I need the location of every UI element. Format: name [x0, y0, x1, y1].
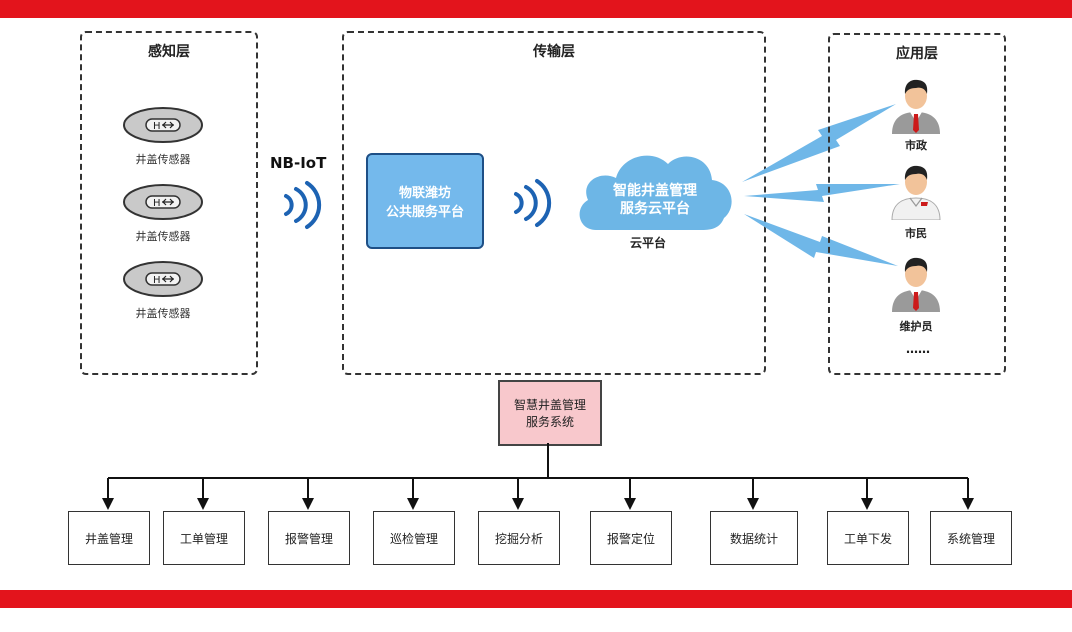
svg-text:H: H	[153, 121, 161, 132]
manhole-sensor-icon: H	[122, 183, 204, 221]
arrow-down-icon	[747, 498, 759, 510]
module-box: 井盖管理	[68, 511, 150, 565]
module-box: 工单管理	[163, 511, 245, 565]
top-red-bar	[0, 0, 1072, 18]
sensor-label: 井盖传感器	[135, 230, 191, 243]
arrow-down-icon	[861, 498, 873, 510]
wireless-signal-icon	[514, 179, 552, 227]
module-box: 挖掘分析	[478, 511, 560, 565]
bottom-red-bar	[0, 590, 1072, 608]
cloud-platform-label: 云平台	[630, 236, 667, 250]
public-service-platform-box: 物联潍坊 公共服务平台	[366, 153, 484, 249]
businessman-icon	[892, 257, 940, 312]
platform-line1: 物联潍坊	[398, 186, 451, 201]
cloud-icon	[579, 155, 732, 230]
application-layer-title: 应用层	[896, 46, 938, 62]
sensor-label: 井盖传感器	[135, 307, 191, 320]
central-system-line1: 智慧井盖管理	[513, 398, 586, 412]
more-users-ellipsis: ……	[906, 342, 930, 356]
user-label: 市民	[905, 227, 927, 240]
module-box: 系统管理	[930, 511, 1012, 565]
arrow-down-icon	[302, 498, 314, 510]
central-system-box: 智慧井盖管理 服务系统	[498, 380, 602, 446]
arrow-down-icon	[102, 498, 114, 510]
wireless-signal-icon	[284, 181, 322, 229]
sensor-label: 井盖传感器	[135, 153, 191, 166]
user-label: 维护员	[899, 320, 933, 333]
module-box: 数据统计	[710, 511, 798, 565]
transport-layer-title: 传输层	[533, 44, 575, 60]
arrow-down-icon	[962, 498, 974, 510]
manhole-sensor-icon: H	[122, 260, 204, 298]
arrow-down-icon	[197, 498, 209, 510]
perception-layer-panel: 感知层	[80, 31, 258, 375]
module-box: 报警管理	[268, 511, 350, 565]
central-system-line2: 服务系统	[525, 415, 574, 429]
transport-layer-panel: 传输层	[342, 31, 766, 375]
application-layer-panel: 应用层	[828, 33, 1006, 375]
citizen-icon	[891, 165, 941, 220]
user-label: 市政	[905, 139, 927, 152]
module-box: 巡检管理	[373, 511, 455, 565]
svg-text:H: H	[153, 275, 161, 286]
svg-text:H: H	[153, 198, 161, 209]
perception-layer-title: 感知层	[148, 44, 190, 60]
businessman-icon	[892, 79, 940, 134]
nb-iot-label: NB-IoT	[270, 154, 327, 172]
arrow-down-icon	[624, 498, 636, 510]
manhole-sensor-icon: H	[122, 106, 204, 144]
module-box: 工单下发	[827, 511, 909, 565]
module-box: 报警定位	[590, 511, 672, 565]
cloud-platform-line1: 智能井盖管理	[613, 183, 697, 199]
arrow-down-icon	[407, 498, 419, 510]
arrow-down-icon	[512, 498, 524, 510]
platform-line2: 公共服务平台	[385, 205, 464, 220]
cloud-platform-line2: 服务云平台	[620, 201, 690, 217]
